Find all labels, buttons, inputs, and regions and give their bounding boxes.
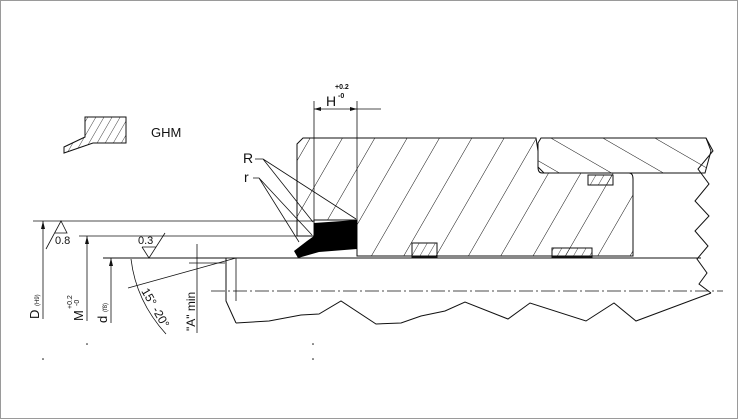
profile-icon	[63, 116, 127, 154]
dim-d-label: d	[95, 316, 110, 323]
roughness-bore-value: 0.8	[55, 235, 70, 247]
break-line-right	[694, 137, 714, 294]
roughness-rod-value: 0.3	[138, 235, 153, 247]
dim-H-label: H	[326, 93, 336, 109]
radius-r-leader	[253, 177, 313, 243]
ghm-seal	[294, 220, 357, 258]
svg-text:-0: -0	[338, 93, 344, 100]
roughness-symbol-bore	[45, 220, 68, 250]
gland-ring	[537, 137, 712, 174]
svg-text:(f8): (f8)	[103, 303, 109, 312]
roughness-symbol-rod	[141, 232, 166, 259]
svg-text:+0.2: +0.2	[67, 295, 74, 309]
svg-text:+0.2: +0.2	[335, 84, 349, 91]
a-min-label: "A" min	[184, 292, 198, 331]
chamfer-angle-label: 15° -20°	[138, 286, 172, 331]
radius-R-leader	[255, 158, 357, 223]
svg-text:(H9): (H9)	[35, 294, 41, 306]
radius-r-label: r	[244, 169, 249, 185]
guide-ring-2	[551, 247, 593, 258]
dim-M-label: M	[71, 310, 86, 321]
angle-arc	[130, 258, 167, 335]
rod-chamfer	[225, 258, 237, 324]
rod-break-line	[235, 292, 712, 325]
profile-name: GHM	[151, 125, 181, 140]
oring-gland	[587, 174, 614, 186]
svg-text:-0: -0	[74, 300, 81, 306]
guide-ring-1	[411, 242, 438, 258]
dim-D-label: D	[27, 310, 42, 319]
radius-R-label: R	[243, 150, 253, 166]
